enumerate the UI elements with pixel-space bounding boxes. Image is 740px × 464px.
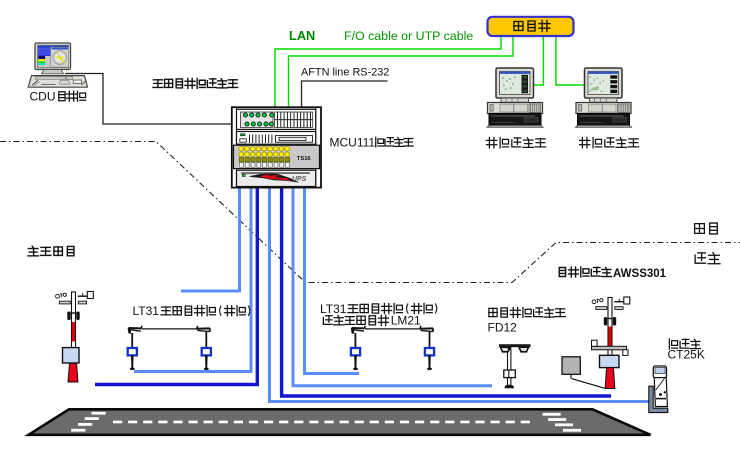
svg-text:FD12: FD12 <box>488 321 518 335</box>
svg-text:LM21: LM21 <box>391 313 421 327</box>
svg-text:F/O cable or UTP cable: F/O cable or UTP cable <box>344 29 473 43</box>
svg-text:AFTN line RS-232: AFTN line RS-232 <box>301 67 389 79</box>
svg-text:UPS: UPS <box>292 176 307 183</box>
svg-text:MCU111: MCU111 <box>330 136 376 150</box>
svg-text:TS16: TS16 <box>297 156 312 162</box>
svg-text:LAN: LAN <box>289 28 315 43</box>
svg-text:AWSS301: AWSS301 <box>613 268 667 280</box>
svg-text:CT25K: CT25K <box>668 348 705 362</box>
svg-text:LT31: LT31 <box>320 302 347 316</box>
svg-text:LT31: LT31 <box>133 304 160 318</box>
svg-text:CDU: CDU <box>30 89 56 103</box>
